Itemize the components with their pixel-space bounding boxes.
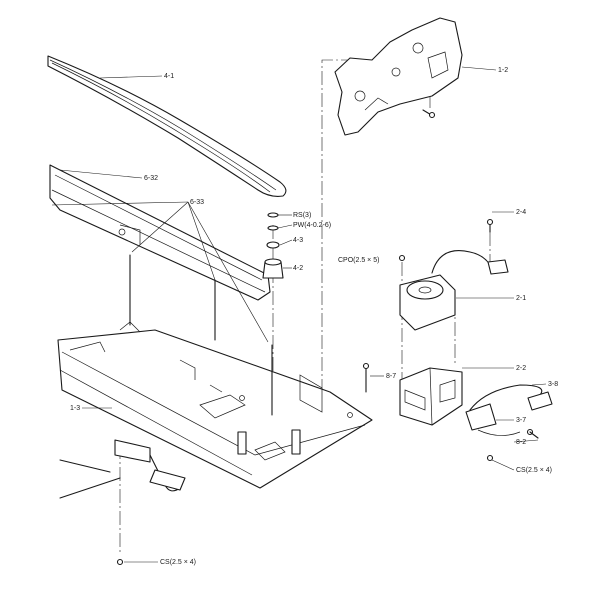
label-cs-right: CS(2.5 × 4) <box>516 467 552 474</box>
label-1-3: 1-3 <box>70 405 80 412</box>
label-2-4: 2-4 <box>516 209 526 216</box>
label-4-1: 4-1 <box>164 73 174 80</box>
label-1-2: 1-2 <box>498 67 508 74</box>
shaft-assembly-part <box>262 212 284 279</box>
motor-bracket-part <box>399 367 463 426</box>
label-4-2: 4-2 <box>293 265 303 272</box>
label-4-3: 4-3 <box>293 237 303 244</box>
connector-cable-part <box>465 384 553 436</box>
leader-lines <box>51 66 547 563</box>
label-3-8: 3-8 <box>548 381 558 388</box>
label-8-2: 8-2 <box>516 439 526 446</box>
label-6-33: 6-33 <box>190 199 204 206</box>
long-bracket-part <box>49 164 271 301</box>
base-chassis-part <box>57 321 373 489</box>
label-cpo: CPO(2.5 × 5) <box>338 257 379 264</box>
label-2-2: 2-2 <box>516 365 526 372</box>
label-6-32: 6-32 <box>144 175 158 182</box>
label-cs-bottom: CS(2.5 × 4) <box>160 559 196 566</box>
motor-part <box>399 250 509 331</box>
left-cable-part <box>59 439 186 499</box>
frame-bracket-part <box>334 17 463 136</box>
part-labels: 4-1 1-2 6-32 6-33 RS(3) PW(4-0.2-6) 4-3 … <box>70 67 558 566</box>
label-8-7: 8-7 <box>386 373 396 380</box>
label-pw: PW(4-0.2-6) <box>293 222 331 229</box>
bracket-screws <box>129 254 301 455</box>
guide-rail-part <box>47 55 287 197</box>
label-3-7: 3-7 <box>516 417 526 424</box>
label-2-1: 2-1 <box>516 295 526 302</box>
label-rs3: RS(3) <box>293 212 311 219</box>
misc-screws <box>116 218 539 566</box>
